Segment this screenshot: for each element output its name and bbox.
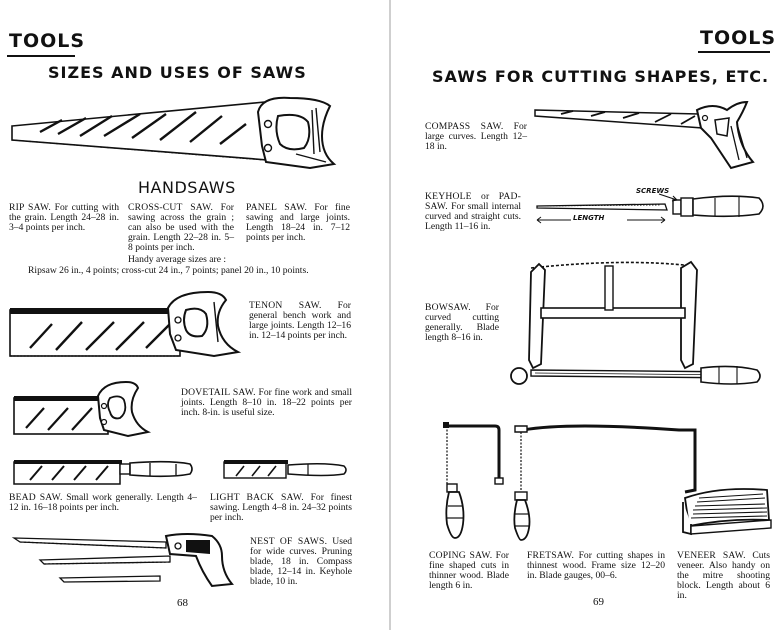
header-rule — [698, 51, 770, 53]
light-back-saw-text: LIGHT BACK SAW. For finest sawing. Lengt… — [210, 493, 352, 523]
compass-saw-desc: For large curves. Length 12–18 in. — [425, 121, 527, 152]
bowsaw-icon — [510, 260, 761, 385]
page-header: TOOLS — [9, 30, 86, 52]
fretsaw-text: FRETSAW. For cutting shapes in thinnest … — [527, 551, 665, 581]
rip-saw-desc: For cutting with the grain. Length 24–28… — [9, 202, 119, 233]
nest-of-saws-icon — [11, 533, 234, 588]
section-heading: HANDSAWS — [138, 178, 236, 197]
rip-saw-name: RIP SAW. — [9, 202, 51, 213]
page-title: SAWS FOR CUTTING SHAPES, ETC. — [432, 67, 770, 86]
coping-saw-desc: For fine shaped cuts in thinner wood. Bl… — [429, 550, 509, 591]
panel-saw-desc: For fine sawing and large joints. Length… — [246, 202, 350, 243]
screws-label: SCREWS — [636, 187, 670, 195]
rip-saw-text: RIP SAW. For cutting with the grain. Len… — [9, 203, 119, 233]
cross-cut-saw-desc: For sawing across the grain ; can also b… — [128, 202, 234, 253]
nest-of-saws-name: NEST OF SAWS. — [250, 536, 328, 547]
page-title: SIZES AND USES OF SAWS — [48, 63, 307, 82]
fretsaw-desc: For cutting shapes in thinnest wood. Fra… — [527, 550, 665, 581]
book-spine — [389, 0, 391, 630]
page-number: 68 — [177, 597, 188, 609]
bead-saw-text: BEAD SAW. Small work generally. Length 4… — [9, 493, 197, 513]
handsaw-icon — [11, 96, 337, 170]
bowsaw-desc: For curved cutting generally. Blade leng… — [425, 302, 499, 343]
header-rule — [7, 55, 75, 57]
length-label: LENGTH — [573, 214, 605, 222]
page-number: 69 — [593, 596, 604, 608]
cross-cut-saw-text: CROSS-CUT SAW. For sawing across the gra… — [128, 203, 234, 253]
panel-saw-name: PANEL SAW. — [246, 202, 308, 213]
right-page: TOOLS SAWS FOR CUTTING SHAPES, ETC. COMP… — [391, 0, 780, 630]
dovetail-saw-icon — [13, 380, 152, 438]
tenon-saw-icon — [9, 290, 242, 358]
bead-saw-icon — [13, 460, 193, 485]
bead-saw-desc: Small work generally. Length 4–12 in. 16… — [9, 492, 197, 513]
keyhole-saw-icon — [536, 193, 764, 224]
veneer-saw-text: VENEER SAW. Cuts veneer. Also handy on t… — [677, 551, 770, 601]
panel-saw-text: PANEL SAW. For fine sawing and large joi… — [246, 203, 350, 243]
compass-saw-icon — [534, 100, 755, 170]
page-header: TOOLS — [700, 27, 777, 49]
handy-sizes-intro: Handy average sizes are : — [128, 254, 227, 265]
bead-saw-name: BEAD SAW. — [9, 492, 63, 503]
light-back-saw-icon — [223, 460, 347, 479]
bowsaw-text: BOWSAW. For curved cutting generally. Bl… — [425, 303, 499, 343]
light-back-saw-name: LIGHT BACK SAW. — [210, 492, 304, 503]
bowsaw-name: BOWSAW. — [425, 302, 471, 313]
coping-saw-icon — [443, 422, 504, 539]
handy-sizes: Ripsaw 26 in., 4 points; cross-cut 24 in… — [28, 265, 309, 276]
tenon-saw-desc: For general bench work and large joints.… — [249, 300, 351, 341]
tenon-saw-text: TENON SAW. For general bench work and la… — [249, 301, 351, 341]
veneer-saw-name: VENEER SAW. — [677, 550, 746, 561]
veneer-saw-icon — [682, 488, 772, 536]
dovetail-saw-text: DOVETAIL SAW. For fine work and small jo… — [181, 388, 352, 418]
dovetail-saw-desc: For fine work and small joints. Length 8… — [181, 387, 352, 418]
keyhole-saw-desc: For small internal curved and straight c… — [425, 201, 521, 232]
light-back-saw-desc: For finest sawing. Length 4–8 in. 24–32 … — [210, 492, 352, 523]
dovetail-saw-name: DOVETAIL SAW. — [181, 387, 256, 398]
compass-saw-name: COMPASS SAW. — [425, 121, 504, 132]
nest-of-saws-desc: Used for wide curves. Pruning blade, 18 … — [250, 536, 352, 587]
coping-saw-text: COPING SAW. For fine shaped cuts in thin… — [429, 551, 509, 591]
compass-saw-text: COMPASS SAW. For large curves. Length 12… — [425, 122, 527, 152]
keyhole-saw-text: KEYHOLE or PAD-SAW. For small internal c… — [425, 192, 521, 232]
nest-of-saws-text: NEST OF SAWS. Used for wide curves. Prun… — [250, 537, 352, 587]
left-page: TOOLS SIZES AND USES OF SAWS HANDSAWS RI… — [0, 0, 389, 630]
fretsaw-icon — [513, 424, 697, 541]
tenon-saw-name: TENON SAW. — [249, 300, 322, 311]
cross-cut-saw-name: CROSS-CUT SAW. — [128, 202, 214, 213]
veneer-saw-desc: Cuts veneer. Also handy on the mitre sho… — [677, 550, 770, 601]
coping-saw-name: COPING SAW. — [429, 550, 493, 561]
keyhole-saw-name: KEYHOLE or PAD-SAW. — [425, 191, 521, 212]
fretsaw-name: FRETSAW. — [527, 550, 575, 561]
